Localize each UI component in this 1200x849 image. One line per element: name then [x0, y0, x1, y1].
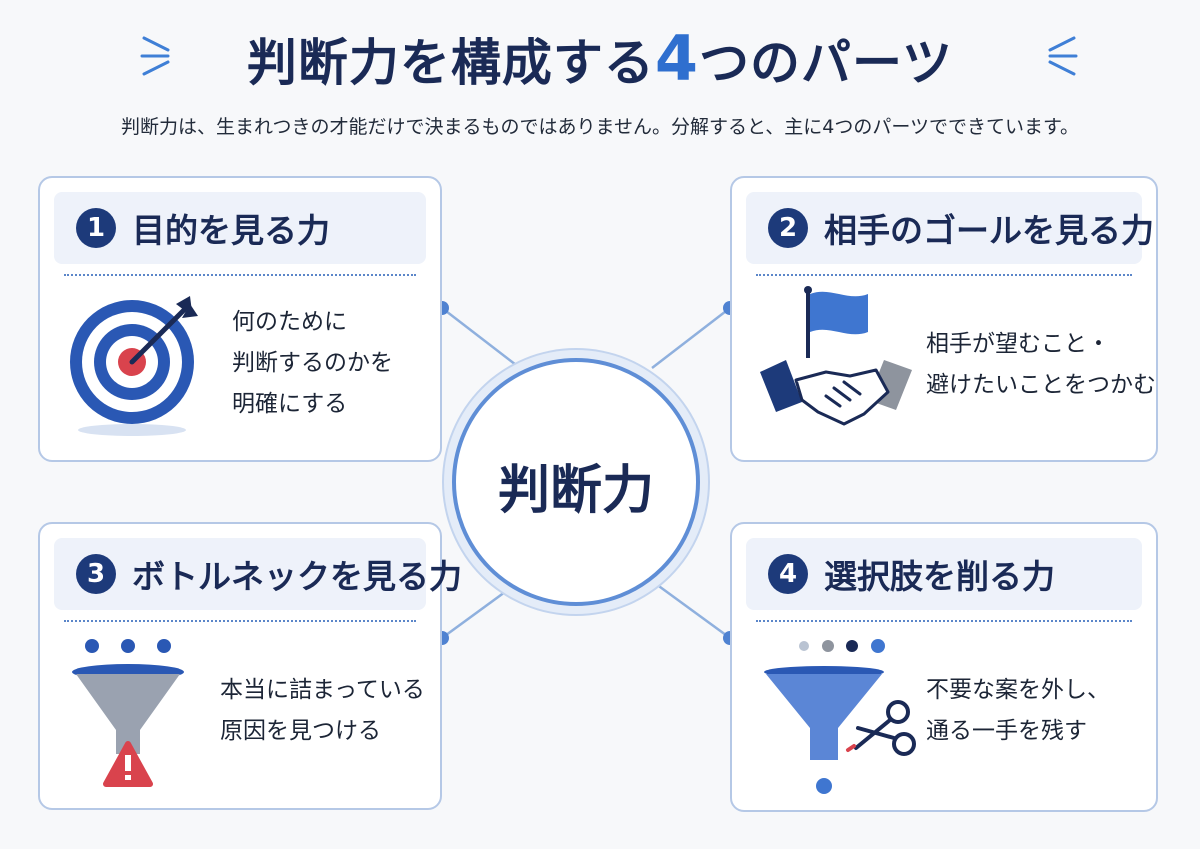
- card-description: 相手が望むこと・ 避けたいことをつかむ: [926, 324, 1156, 406]
- card-narrow-options: 4 選択肢を削る力 不要な案を外し、 通る一手を残す: [730, 522, 1158, 812]
- card-header: 1 目的を見る力: [54, 192, 426, 264]
- card-number-badge: 1: [76, 208, 116, 248]
- card-purpose: 1 目的を見る力 何のために 判断するのかを 明確にする: [38, 176, 442, 462]
- card-header: 3 ボトルネックを見る力: [54, 538, 462, 610]
- title-text-after: つのパーツ: [699, 34, 954, 92]
- title-right-accent-icon: [1048, 36, 1078, 76]
- card-description-line: 不要な案を外し、: [926, 677, 1110, 703]
- target-icon: [70, 296, 198, 436]
- funnel-scissors-icon: [764, 639, 916, 794]
- card-divider: [756, 620, 1132, 622]
- card-description: 本当に詰まっている 原因を見つける: [220, 670, 425, 752]
- card-partner-goal: 2 相手のゴールを見る力 相手が望むこと・ 避けたいことをつかむ: [730, 176, 1158, 462]
- card-title: ボトルネックを見る力: [132, 557, 462, 596]
- page-title: 判断力を構成する4つのパーツ: [0, 22, 1200, 95]
- card-description-line: 判断するのかを: [232, 350, 393, 376]
- card-description: 不要な案を外し、 通る一手を残す: [926, 670, 1110, 752]
- card-header: 2 相手のゴールを見る力: [746, 192, 1154, 264]
- card-description-line: 原因を見つける: [220, 718, 381, 744]
- card-description-line: 通る一手を残す: [926, 718, 1087, 744]
- title-number: 4: [654, 22, 700, 95]
- card-description-line: 避けたいことをつかむ: [926, 372, 1156, 398]
- card-number-badge: 4: [768, 554, 808, 594]
- card-title: 相手のゴールを見る力: [824, 211, 1154, 250]
- card-description-line: 明確にする: [232, 391, 348, 417]
- card-number-badge: 2: [768, 208, 808, 248]
- title-text-before: 判断力を構成する: [246, 34, 655, 92]
- card-divider: [64, 620, 416, 622]
- page-subtitle: 判断力は、生まれつきの才能だけで決まるものではありません。分解すると、主に4つの…: [120, 116, 1080, 138]
- card-description: 何のために 判断するのかを 明確にする: [232, 302, 393, 425]
- card-description-line: 相手が望むこと・: [926, 331, 1110, 357]
- card-description-line: 本当に詰まっている: [220, 677, 425, 703]
- card-title: 目的を見る力: [132, 211, 330, 250]
- card-divider: [756, 274, 1132, 276]
- card-description-line: 何のために: [232, 309, 347, 335]
- funnel-warning-icon: [72, 639, 184, 787]
- card-title: 選択肢を削る力: [824, 557, 1055, 596]
- card-header: 4 選択肢を削る力: [746, 538, 1142, 610]
- handshake-flag-icon: [760, 286, 912, 426]
- card-bottleneck: 3 ボトルネックを見る力 本当に詰まっている 原因を見つける: [38, 522, 462, 810]
- card-number-badge: 3: [76, 554, 116, 594]
- center-hub-circle: 判断力: [452, 358, 700, 606]
- title-left-accent-icon: [140, 36, 170, 76]
- center-label: 判断力: [497, 461, 654, 521]
- card-divider: [64, 274, 416, 276]
